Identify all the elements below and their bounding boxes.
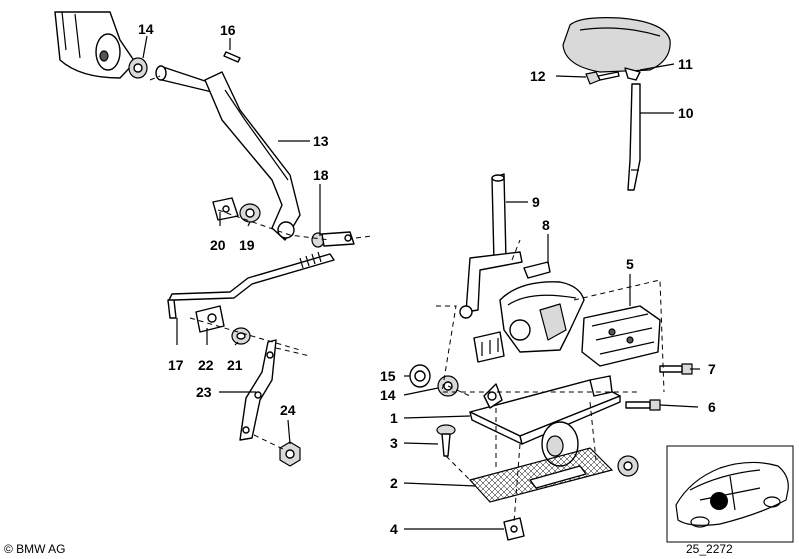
bushing-part-21 [231,327,251,345]
callout-18: 18 [313,167,329,183]
callout-labels: 14 16 13 18 20 19 17 22 21 23 24 11 12 1… [138,21,716,537]
screw-part-7 [659,363,693,375]
callout-24: 24 [280,402,296,418]
callout-20: 20 [210,237,226,253]
screw-part-12 [585,71,620,85]
location-marker [710,492,728,510]
bushing-part-19 [239,203,261,223]
callout-23: 23 [196,384,212,400]
selector-lever-part-13 [155,65,301,241]
nut-part-24 [279,441,301,467]
bushing-part-14-upper [128,57,148,79]
callout-15: 15 [380,368,396,384]
clip-part-22 [195,305,225,333]
connector-part [473,331,505,363]
callout-1: 1 [390,410,398,426]
callout-14-lower: 14 [380,387,396,403]
housing-part-1 [469,375,621,467]
bolt-part-3 [436,424,456,457]
rod-part-10 [627,83,641,191]
housing-fragment [54,11,136,79]
callout-16: 16 [220,22,236,38]
callout-10: 10 [678,105,694,121]
callout-7: 7 [708,361,716,377]
washer-part-15 [409,364,431,388]
grommet-part [617,455,639,477]
callout-6: 6 [708,399,716,415]
indicator-part-5 [581,305,661,367]
gate-part-5-center [499,281,585,353]
knob-part-11 [562,17,671,81]
callout-17: 17 [168,357,184,373]
leader-lines [142,35,700,530]
callout-22: 22 [198,357,214,373]
washer-part-20 [212,197,239,221]
callout-3: 3 [390,435,398,451]
callout-8: 8 [542,217,550,233]
linkage-part-18 [311,231,355,248]
plate-part-8 [523,261,551,279]
nut-part-4 [503,517,525,541]
dashed-guides-right [436,239,665,523]
dashed-guides-left [149,75,373,451]
callout-14-upper: 14 [138,21,154,37]
callout-11: 11 [678,56,693,72]
callout-5: 5 [626,256,634,272]
screw-part-6 [625,399,661,411]
bracket-part-23 [239,339,277,441]
callout-9: 9 [532,194,540,210]
diagram-code: 25_2272 [686,542,733,556]
callout-13: 13 [313,133,329,149]
callout-2: 2 [390,475,398,491]
callout-4: 4 [390,521,398,537]
pin-part-16 [223,51,241,63]
copyright-text: © BMW AG [4,542,66,556]
callout-21: 21 [227,357,243,373]
seal-part-2 [468,447,614,503]
lever-part-9 [459,173,523,319]
shift-rod-part-17 [167,251,335,319]
callout-19: 19 [239,237,255,253]
callout-12: 12 [530,68,546,84]
vehicle-locator-inset [666,445,794,543]
